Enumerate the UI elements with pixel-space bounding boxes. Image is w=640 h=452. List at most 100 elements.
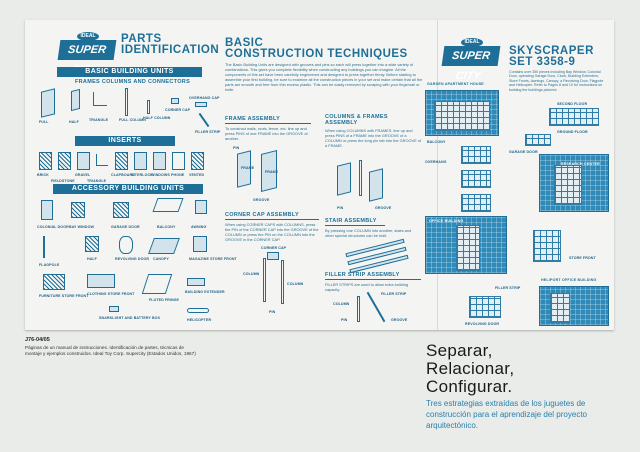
floor-plan xyxy=(549,108,599,126)
part-label: HALF xyxy=(87,257,97,261)
diagram-label: COLUMN xyxy=(243,272,260,276)
filler-strip-diagram xyxy=(366,291,386,323)
diagram-label: GROOVE xyxy=(253,198,270,202)
triangle-frame-part xyxy=(93,92,107,106)
part-label: FILLER STRIP xyxy=(195,130,221,134)
stair-assembly-text: By pressing one COLUMN into another, sta… xyxy=(325,228,412,238)
part-label: BRICK xyxy=(37,173,49,177)
page-fold xyxy=(437,20,438,330)
part-label: TRIANGLE xyxy=(87,179,107,183)
part-label: FULL xyxy=(39,120,49,124)
corner-cap-diagram xyxy=(267,252,279,260)
diagram-label: COLUMN xyxy=(333,302,350,306)
photo-caption: HELIPORT OFFICE BUILDING xyxy=(541,278,597,282)
diagram-label: GROOVE xyxy=(375,206,392,210)
triangle-insert xyxy=(96,154,108,166)
diagram-label: COLUMN xyxy=(287,282,304,286)
part-label: TRIANGLE xyxy=(89,118,109,122)
rule xyxy=(225,219,319,220)
columns-assembly-title: COLUMNS & FRAMES ASSEMBLY xyxy=(325,114,388,126)
column-frame-diagram xyxy=(337,162,351,196)
heliport-photo xyxy=(539,286,609,326)
frame-assembly-text: To construct walls, roofs, fence, etc. l… xyxy=(225,126,308,141)
supercity-logo: IDEAL SUPER CITY xyxy=(441,38,501,82)
colonial-door-part xyxy=(41,200,53,220)
photo-label: GARAGE DOOR xyxy=(509,150,538,154)
photo-label: GROUND FLOOR xyxy=(557,130,588,134)
half-column-part xyxy=(147,100,150,114)
brick-insert xyxy=(39,152,52,170)
supercity-logo: IDEAL SUPER CITY xyxy=(57,32,117,76)
balcony-part xyxy=(152,198,184,212)
part-label: INTERLOCK xyxy=(131,173,153,177)
title-line: ASSEMBLY xyxy=(325,120,358,126)
clothing-store-part xyxy=(87,274,115,288)
brand-text: SUPER CITY xyxy=(57,40,117,76)
phone-insert xyxy=(172,152,185,170)
full-column-part xyxy=(125,88,128,116)
rule xyxy=(325,279,421,280)
corner-column-diagram xyxy=(263,258,266,302)
full-frame-part xyxy=(41,88,55,118)
ideal-oval: IDEAL xyxy=(461,38,483,47)
part-label: WINDOWS xyxy=(151,173,170,177)
garden-apartment-photo xyxy=(425,90,499,136)
photo-label: FILLER STRIP xyxy=(495,286,521,290)
exploded-floor xyxy=(461,194,491,212)
part-label: FLUTED FRINGE xyxy=(149,298,180,302)
building-model xyxy=(550,293,570,323)
column-diagram xyxy=(359,160,362,196)
title-line: COLUMNS & FRAMES xyxy=(325,114,388,120)
part-label: HALF COLUMN xyxy=(143,116,171,120)
columns-assembly-text: When using COLUMNS with FRAMES, line up … xyxy=(325,128,422,148)
accessory-band: ACCESSORY BUILDING UNITS xyxy=(53,184,203,194)
title-line: BASIC xyxy=(225,37,264,49)
part-label: PHONE xyxy=(171,173,185,177)
part-label: BUILDING EXTENDER xyxy=(185,290,225,294)
corner-column-diagram xyxy=(281,260,284,304)
research-center-photo xyxy=(539,154,609,212)
part-label: GARAGE DOOR xyxy=(111,225,140,229)
part-label: REVOLVING DOOR xyxy=(115,257,150,261)
corner-cap-title: CORNER CAP ASSEMBLY xyxy=(225,212,299,218)
filler-assembly-text: FILLER STRIPS are used to allow extra bu… xyxy=(325,282,409,292)
parts-title: PARTS IDENTIFICATION xyxy=(121,33,219,56)
photo-label: BALCONY xyxy=(427,140,446,144)
diagram-label: PIN xyxy=(269,310,276,314)
garage-door-part xyxy=(113,202,129,218)
part-label: CANOPY xyxy=(153,257,169,261)
ideal-oval: IDEAL xyxy=(77,32,99,41)
overhang-cap-part xyxy=(195,102,207,107)
lede-text: Tres estrategias extraídas de los juguet… xyxy=(426,399,587,430)
exploded-floor xyxy=(461,170,491,188)
title-line: CONSTRUCTION TECHNIQUES xyxy=(225,48,408,60)
part-label: BALCONY xyxy=(157,225,176,229)
helicopter-part xyxy=(187,308,209,313)
basic-units-band: BASIC BUILDING UNITS xyxy=(57,67,202,77)
photo-caption: GARDEN APARTMENT HOUSE xyxy=(427,82,484,86)
building-model xyxy=(554,165,582,205)
flagpole-part xyxy=(43,236,45,258)
construction-title: BASIC CONSTRUCTION TECHNIQUES xyxy=(225,37,408,60)
exploded-floor xyxy=(461,146,491,164)
furniture-store-part xyxy=(43,274,65,290)
photo-label: OVERHANG xyxy=(425,160,447,164)
fieldstone-insert xyxy=(58,152,71,170)
half-part xyxy=(85,236,99,252)
corner-cap-text: When using CORNER CAPS with COLUMNS, pre… xyxy=(225,222,319,242)
part-label: CLAPBOARD xyxy=(111,173,135,177)
filler-strip-part xyxy=(198,112,210,128)
rule xyxy=(325,225,385,226)
floor-plan xyxy=(525,134,551,146)
column-frame-diagram xyxy=(369,168,383,202)
part-label: FLAGPOLE xyxy=(39,263,60,267)
instruction-sheet: IDEAL SUPER CITY PARTS IDENTIFICATION BA… xyxy=(25,20,614,330)
set-contents-text: Contains over 350 pieces including Bay W… xyxy=(509,70,604,92)
headline-line: Configurar. xyxy=(426,377,513,396)
diagram-label: FILLER STRIP xyxy=(381,292,407,296)
inserts-band: INSERTS xyxy=(75,136,175,146)
part-label: OVERHANG CAP xyxy=(189,96,220,100)
part-label: SNARKLIGHT AND BATTERY BOX xyxy=(99,316,161,320)
building-model xyxy=(434,101,490,131)
part-label: GRAVEL xyxy=(75,173,91,177)
